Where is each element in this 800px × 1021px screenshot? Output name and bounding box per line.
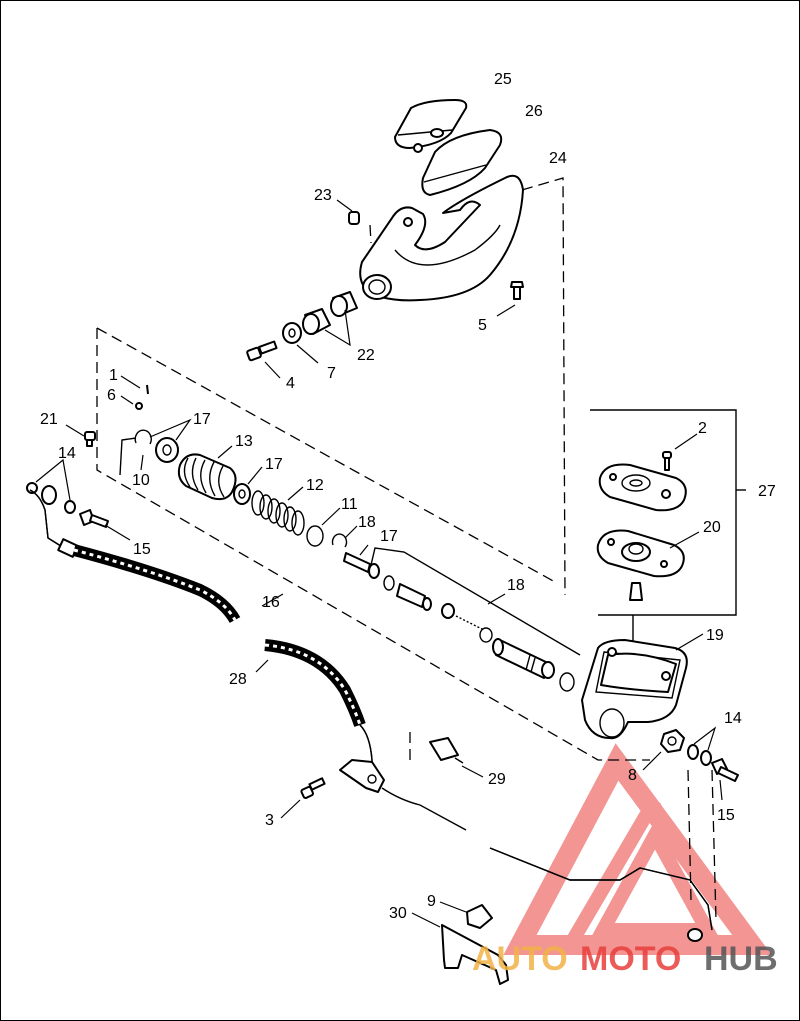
callout-18-a: 18 <box>358 514 376 531</box>
watermark-logo <box>503 743 772 955</box>
callout-22: 22 <box>357 347 375 364</box>
callout-5: 5 <box>478 317 487 334</box>
part-13-boot <box>177 445 237 501</box>
part-21-bolt <box>65 424 96 447</box>
callout-11: 11 <box>341 496 358 513</box>
part-19-master-cylinder-body <box>581 633 704 740</box>
callout-9: 9 <box>427 893 436 910</box>
callout-3: 3 <box>265 812 274 829</box>
part-3-bolt <box>280 777 326 819</box>
part-9-clip <box>439 901 493 929</box>
switch-wire <box>489 847 713 942</box>
part-17-washer-a <box>149 418 192 463</box>
watermark-hub: HUB <box>704 940 778 978</box>
callout-17-c: 17 <box>380 528 398 545</box>
part-22-bushings <box>302 291 358 347</box>
part-7-washer <box>282 322 319 364</box>
part-29-brake-switch <box>381 737 484 831</box>
callout-24: 24 <box>549 150 567 167</box>
callout-26: 26 <box>525 103 543 120</box>
part-14-washers-left <box>26 458 76 514</box>
callout-13: 13 <box>235 433 253 450</box>
callout-20: 20 <box>703 519 721 536</box>
part-17-washer-b <box>233 466 263 505</box>
part-10-snap-ring <box>134 429 152 471</box>
callout-8: 8 <box>628 767 637 784</box>
part-18-cylinder-piston <box>487 593 575 692</box>
callout-4: 4 <box>286 375 295 392</box>
part-30-bracket <box>411 912 509 985</box>
callout-15-left: 15 <box>133 541 151 558</box>
part-20-diaphragm <box>596 529 700 601</box>
part-4-bolt <box>246 340 281 379</box>
callout-6: 6 <box>107 387 116 404</box>
callout-2: 2 <box>698 420 707 437</box>
part-18-piston-assembly <box>383 575 493 643</box>
part-17-pushrod <box>343 544 380 579</box>
part-24-brake-pedal <box>359 174 524 302</box>
part-1-pin <box>120 375 149 395</box>
callout-14-right: 14 <box>724 710 742 727</box>
part-2-screw <box>662 433 698 471</box>
part-27-reservoir-cover-assembly <box>598 463 687 512</box>
watermark-text: AUTO MOTO HUB <box>472 940 778 978</box>
callout-1: 1 <box>109 367 118 384</box>
part-26-rubber-pad <box>421 129 503 196</box>
callout-28: 28 <box>229 671 247 688</box>
watermark-slash <box>563 796 662 949</box>
part-5-screw <box>496 281 524 317</box>
callout-17-a: 17 <box>193 411 211 428</box>
part-23-pin <box>336 199 360 225</box>
part-15-bolt-left <box>79 509 131 541</box>
callout-18-b: 18 <box>507 577 525 594</box>
callout-16: 16 <box>262 594 280 611</box>
hose-fitting-bracket <box>339 759 385 793</box>
part-28-brake-hose-lower <box>255 639 373 768</box>
callout-29: 29 <box>488 771 506 788</box>
callout-25: 25 <box>494 71 512 88</box>
callout-23: 23 <box>314 187 332 204</box>
callout-27: 27 <box>758 483 776 500</box>
callout-17-b: 17 <box>265 456 283 473</box>
callout-19: 19 <box>706 627 724 644</box>
callout-7: 7 <box>327 365 336 382</box>
callout-30: 30 <box>389 905 407 922</box>
part-15-bolt-right <box>711 758 739 801</box>
part-8-nut <box>642 729 685 771</box>
watermark-auto: AUTO <box>472 940 568 978</box>
callout-21: 21 <box>40 411 58 428</box>
watermark-triangle-outer <box>503 743 772 955</box>
watermark-triangle-inner <box>591 820 719 937</box>
watermark-moto: MOTO <box>580 940 681 978</box>
part-6-washer <box>120 395 143 410</box>
part-16-brake-hose <box>29 489 284 624</box>
part-14-washers-right <box>687 726 717 766</box>
part-11-o-ring <box>306 507 341 547</box>
callout-10: 10 <box>132 472 150 489</box>
callout-15-right: 15 <box>717 807 735 824</box>
callout-numbers: 25 26 24 23 5 22 7 4 1 6 21 17 13 14 10 … <box>40 71 776 922</box>
assembly-guide-lines <box>96 177 746 921</box>
part-18-snap-ring <box>331 525 358 548</box>
part-12-spring <box>251 486 305 536</box>
callout-14-left: 14 <box>58 445 76 462</box>
part-25-pedal-pad <box>394 99 468 153</box>
callout-12: 12 <box>306 477 324 494</box>
